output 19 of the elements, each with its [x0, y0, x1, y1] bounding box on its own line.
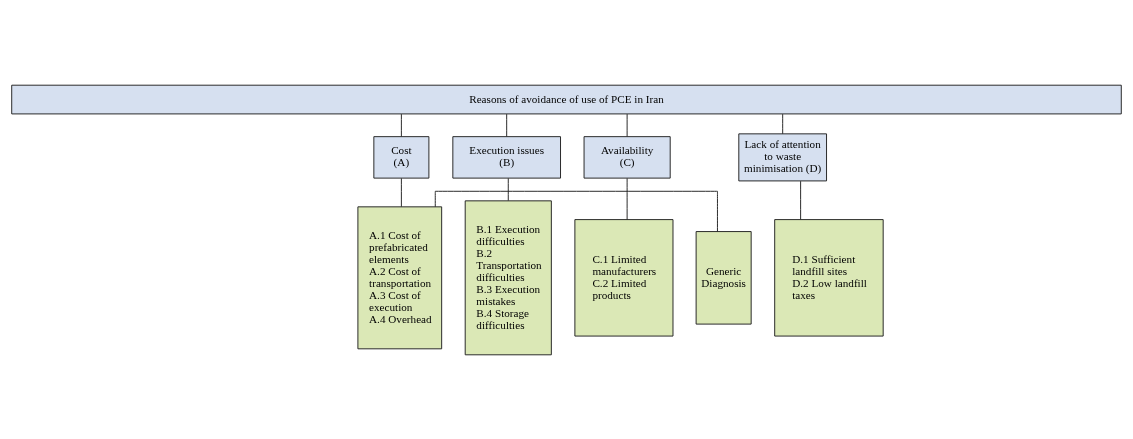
connector — [434, 190, 718, 232]
node-box: Lack of attention to waste minimisation (D) — [738, 132, 828, 181]
connector — [782, 113, 784, 134]
node-box: B.1 Execution difficulties B.2 Transportation difficulties B.3 Execution mistakes B.4 Storage difficulties — [464, 199, 552, 355]
connector — [626, 113, 628, 137]
connector — [800, 180, 802, 220]
node-box: Reasons of avoidance of use of PCE in Iran — [11, 84, 1122, 114]
connector — [507, 177, 509, 201]
node-box: Cost (A) — [373, 135, 430, 179]
connector — [506, 113, 508, 137]
node-box: Generic Diagnosis — [695, 230, 752, 325]
node-box: D.1 Sufficient landfill sites D.2 Low landfill taxes — [774, 218, 884, 337]
node-box: Availability (C) — [583, 135, 671, 179]
node-box: Execution issues (B) — [452, 135, 561, 179]
connector — [400, 177, 402, 207]
node-box: C.1 Limited manufacturers C.2 Limited products — [574, 218, 674, 337]
connector — [400, 113, 402, 137]
connector — [626, 177, 628, 220]
node-box: A.1 Cost of prefabricated elements A.2 Cost of transportation A.3 Cost of execution A.4 Overhead — [357, 205, 443, 349]
